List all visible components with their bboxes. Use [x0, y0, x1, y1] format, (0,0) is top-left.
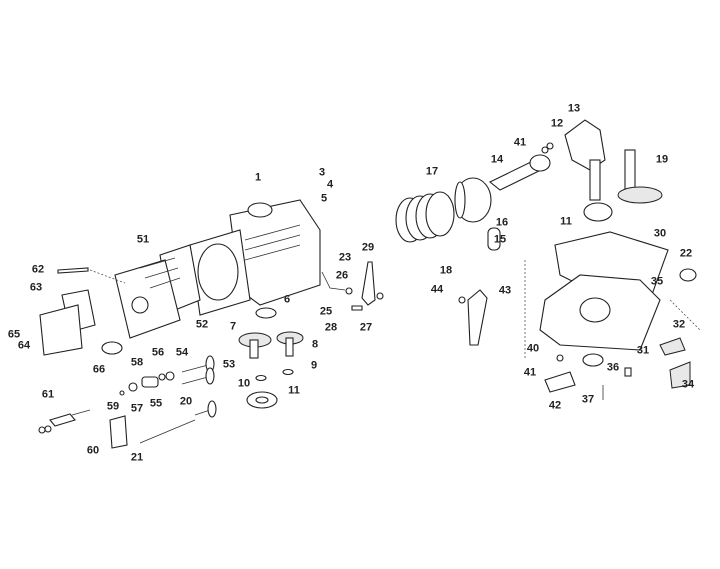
piston-rings[interactable] [395, 191, 455, 243]
callout-30[interactable]: 30 [653, 227, 667, 240]
pin-31[interactable] [624, 367, 632, 377]
callout-11[interactable]: 11 [288, 384, 300, 397]
callout-29[interactable]: 29 [361, 241, 375, 254]
callout-12[interactable]: 12 [550, 117, 564, 130]
callout-58[interactable]: 58 [130, 356, 144, 369]
callout-64[interactable]: 64 [17, 339, 31, 352]
bolt-41[interactable] [541, 146, 549, 154]
callout-22[interactable]: 22 [679, 247, 693, 260]
callout-31[interactable]: 31 [636, 344, 650, 357]
bolt-62[interactable] [57, 267, 89, 274]
engine-block[interactable] [189, 199, 321, 316]
callout-60[interactable]: 60 [86, 444, 100, 457]
piston[interactable] [454, 177, 492, 223]
callout-32[interactable]: 32 [672, 318, 686, 331]
callout-18[interactable]: 18 [439, 264, 453, 277]
oil-seal[interactable] [582, 353, 604, 367]
callout-21[interactable]: 21 [130, 451, 144, 464]
callout-23[interactable]: 23 [338, 251, 352, 264]
crankshaft[interactable] [564, 119, 606, 201]
callout-41b[interactable]: 41 [523, 366, 537, 379]
camshaft-gear[interactable] [617, 149, 663, 204]
callout-3[interactable]: 3 [318, 166, 326, 179]
piston-pin[interactable] [487, 227, 501, 251]
callout-51[interactable]: 51 [136, 233, 150, 246]
rocker[interactable] [38, 409, 91, 434]
callout-13[interactable]: 13 [567, 102, 581, 115]
callout-34[interactable]: 34 [681, 378, 695, 391]
callout-57[interactable]: 57 [130, 402, 144, 415]
camshaft[interactable] [238, 307, 304, 409]
connecting-rod[interactable] [488, 142, 554, 191]
callout-17[interactable]: 17 [425, 165, 439, 178]
governor-gear[interactable] [679, 268, 697, 282]
oil-dipstick[interactable] [458, 289, 488, 346]
callout-8[interactable]: 8 [311, 338, 319, 351]
callout-19[interactable]: 19 [655, 153, 669, 166]
callout-26[interactable]: 26 [335, 269, 349, 282]
valve-cover[interactable] [39, 289, 96, 356]
callout-43[interactable]: 43 [498, 284, 512, 297]
callout-16[interactable]: 16 [495, 216, 509, 229]
callout-41[interactable]: 41 [513, 136, 527, 149]
callout-65[interactable]: 65 [7, 328, 21, 341]
callout-63[interactable]: 63 [29, 281, 43, 294]
callout-14[interactable]: 14 [490, 153, 504, 166]
callout-10[interactable]: 10 [237, 377, 251, 390]
callout-4[interactable]: 4 [326, 178, 334, 191]
callout-20[interactable]: 20 [179, 395, 193, 408]
guide-plate[interactable] [109, 415, 128, 449]
callout-40[interactable]: 40 [526, 342, 540, 355]
callout-52[interactable]: 52 [195, 318, 209, 331]
callout-53[interactable]: 53 [222, 358, 236, 371]
callout-1[interactable]: 1 [254, 171, 262, 184]
callout-37[interactable]: 37 [581, 393, 595, 406]
callout-11b[interactable]: 11 [560, 215, 572, 228]
exhaust-gasket[interactable] [101, 341, 123, 355]
callout-27[interactable]: 27 [359, 321, 373, 334]
callout-15[interactable]: 15 [493, 233, 507, 246]
valves[interactable] [139, 355, 217, 444]
governor-weight[interactable] [659, 337, 686, 356]
callout-5[interactable]: 5 [320, 192, 328, 205]
screw-41[interactable] [556, 354, 564, 362]
valve-springs[interactable] [119, 371, 175, 396]
callout-56[interactable]: 56 [151, 346, 165, 359]
callout-9[interactable]: 9 [310, 359, 318, 372]
callout-54[interactable]: 54 [175, 346, 189, 359]
callout-7[interactable]: 7 [229, 320, 237, 333]
callout-36[interactable]: 36 [606, 361, 620, 374]
cylinder-head[interactable] [114, 257, 181, 339]
bearing[interactable] [583, 202, 613, 222]
governor-linkage[interactable] [321, 261, 384, 311]
callout-62[interactable]: 62 [31, 263, 45, 276]
callout-66[interactable]: 66 [92, 363, 106, 376]
callout-55[interactable]: 55 [149, 397, 163, 410]
callout-59[interactable]: 59 [106, 400, 120, 413]
callout-42[interactable]: 42 [548, 399, 562, 412]
oil-level-float[interactable] [544, 371, 576, 393]
callout-44[interactable]: 44 [430, 283, 444, 296]
callout-35[interactable]: 35 [650, 275, 664, 288]
callout-25[interactable]: 25 [319, 305, 333, 318]
callout-6[interactable]: 6 [283, 293, 291, 306]
crankcase-cover[interactable] [539, 274, 661, 351]
oil-screen[interactable] [669, 361, 691, 389]
callout-28[interactable]: 28 [324, 321, 338, 334]
callout-61[interactable]: 61 [41, 388, 55, 401]
